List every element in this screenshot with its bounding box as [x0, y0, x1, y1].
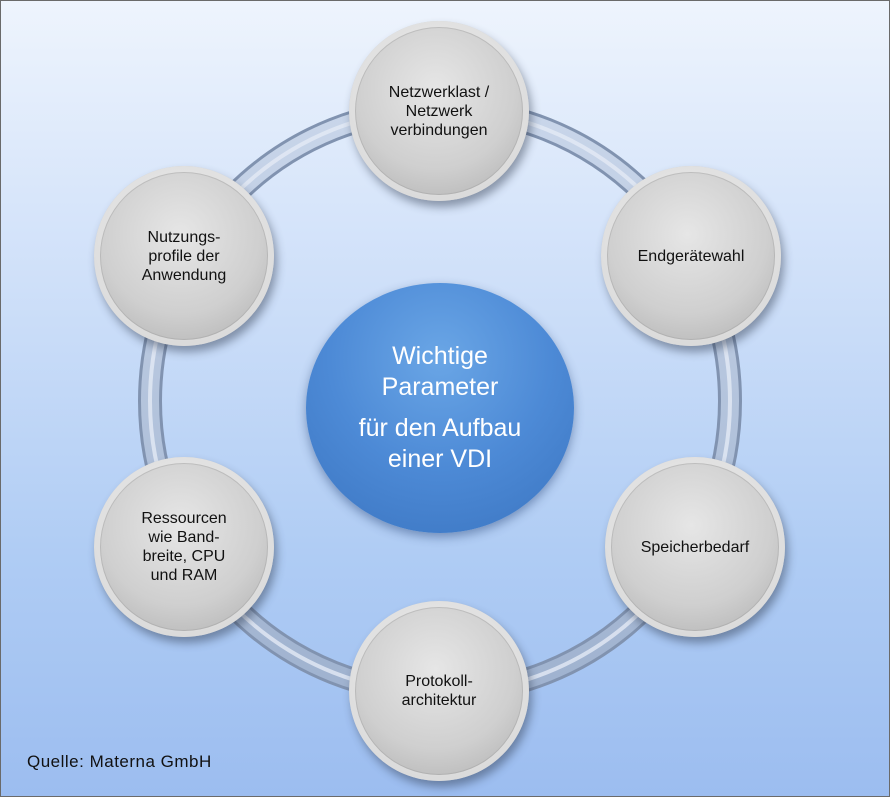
node-resources: Ressourcen wie Band- breite, CPU und RAM — [94, 457, 274, 637]
node-storage-need: Speicherbedarf — [605, 457, 785, 637]
node-label: Netzwerklast / Netzwerk verbindungen — [388, 83, 490, 139]
center-title: Wichtige Parameter — [381, 342, 499, 401]
source-caption: Quelle: Materna GmbH — [27, 752, 212, 771]
node-protocol-architecture: Protokoll- architektur — [349, 601, 529, 781]
node-label: Endgerätewahl — [637, 247, 745, 265]
node-network-load: Netzwerklast / Netzwerk verbindungen — [349, 21, 529, 201]
center-subtitle: für den Aufbau einer VDI — [358, 414, 522, 473]
node-label: Nutzungs- profile der Anwendung — [141, 228, 227, 284]
node-device-choice: Endgerätewahl — [601, 166, 781, 346]
node-label: Speicherbedarf — [640, 538, 750, 556]
node-label: Ressourcen wie Band- breite, CPU und RAM — [141, 510, 227, 584]
center-node: Wichtige Parameter für den Aufbau einer … — [306, 283, 574, 533]
node-label: Protokoll- architektur — [401, 673, 477, 709]
node-usage-profiles: Nutzungs- profile der Anwendung — [94, 166, 274, 346]
